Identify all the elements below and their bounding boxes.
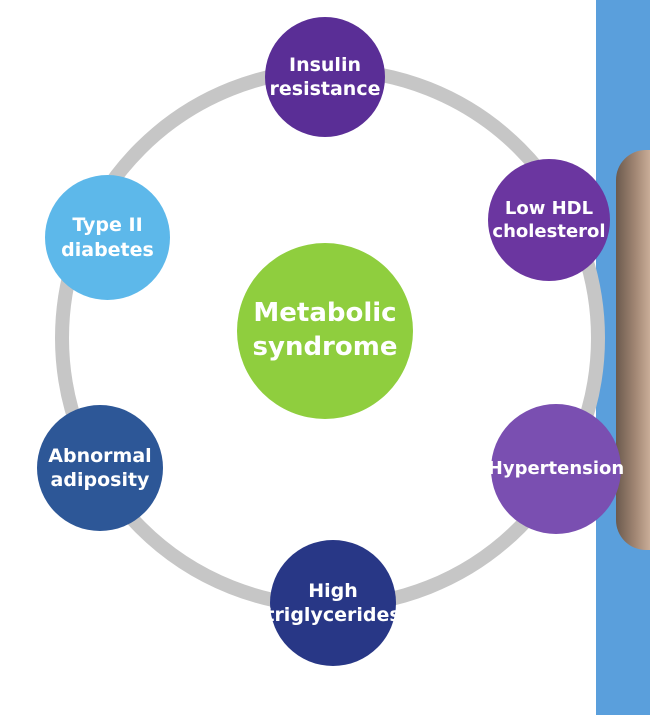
node-low-hdl-cholesterol: Low HDL cholesterol xyxy=(488,159,610,281)
center-node-label: Metabolic syndrome xyxy=(252,298,398,362)
node-label: Type II diabetes xyxy=(61,214,154,261)
node-label: Hypertension xyxy=(487,458,625,480)
node-label: Abnormal adiposity xyxy=(48,444,152,491)
node-high-triglycerides: High triglycerides xyxy=(265,540,401,666)
center-node-metabolic-syndrome: Metabolic syndrome xyxy=(237,243,413,419)
node-label: High triglycerides xyxy=(265,579,401,626)
photo-edge xyxy=(616,150,650,550)
node-label: Insulin resistance xyxy=(269,53,381,100)
node-type-ii-diabetes: Type II diabetes xyxy=(45,175,170,300)
node-label: Low HDL cholesterol xyxy=(492,197,606,242)
node-abnormal-adiposity: Abnormal adiposity xyxy=(37,405,163,531)
node-hypertension: Hypertension xyxy=(487,404,625,534)
node-insulin-resistance: Insulin resistance xyxy=(265,17,385,137)
